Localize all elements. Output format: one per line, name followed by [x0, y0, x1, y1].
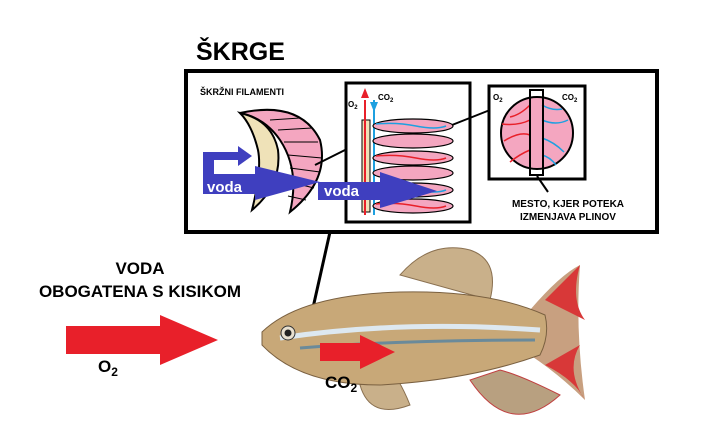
water-heading-2: OBOGATENA S KISIKOM	[39, 282, 241, 301]
water-heading-1: VODA	[115, 259, 164, 278]
exchange-label-1: MESTO, KJER POTEKA	[512, 199, 624, 210]
o2-up-arrow-icon	[361, 88, 369, 98]
left-o2-label: O2	[98, 357, 118, 379]
o2-label: O2	[348, 100, 358, 111]
co2-label: CO2	[378, 93, 394, 104]
water-arrow-icon	[203, 146, 320, 200]
fish-co2-label: CO2	[325, 373, 358, 395]
oxygen-arrow-icon	[66, 315, 218, 365]
co2-down-arrow-icon	[370, 102, 378, 112]
detail-co2-label: CO2	[562, 93, 578, 104]
water-arrow-2-icon	[318, 172, 437, 208]
fish-illustration	[261, 247, 585, 415]
filaments-label: ŠKRŽNI FILAMENTI	[200, 86, 284, 97]
co2-arrow-icon	[320, 335, 395, 369]
title: ŠKRGE	[196, 36, 285, 66]
water-label-1: voda	[207, 179, 243, 196]
exchange-label-2: IZMENJAVA PLINOV	[520, 212, 616, 223]
water-label-2: voda	[324, 183, 360, 200]
detail-o2-label: O2	[493, 93, 503, 104]
